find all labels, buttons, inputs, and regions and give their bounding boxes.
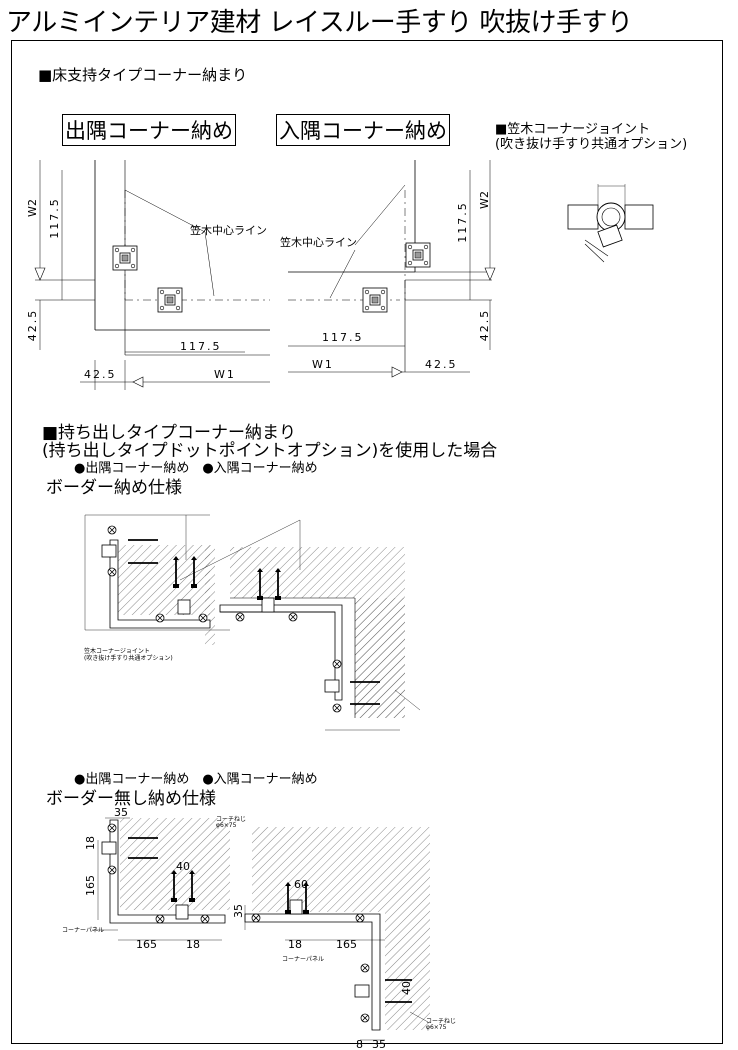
- bordered-outer-corner-detail: [84, 514, 230, 645]
- joint-note: 笠木コーナージョイント: [84, 648, 150, 655]
- screw-note-top: コーチねじ: [216, 816, 247, 823]
- section1-heading: ■床支持タイプコーナー納まり: [38, 66, 248, 84]
- joint-heading: ■笠木コーナージョイント: [495, 122, 651, 137]
- bordered-inner-corner-detail: [179, 519, 421, 731]
- dim-165-b: 165: [136, 938, 157, 951]
- dim-117-left: 117.5: [48, 197, 61, 239]
- dim-117-right: 117.5: [456, 201, 469, 243]
- dim-w2-left: W2: [26, 199, 39, 217]
- dim-35-a: 35: [114, 806, 128, 819]
- page-title: アルミインテリア建材 レイスルー手すり 吹抜け手すり: [6, 8, 633, 38]
- dim-w1-left: W1: [214, 368, 236, 381]
- dim-40-a: 40: [176, 860, 190, 873]
- dim-18-a: 18: [84, 836, 97, 850]
- dim-117-bottom-left: 117.5: [180, 340, 222, 353]
- joint-subheading: (吹き抜け手すり共通オプション): [495, 137, 688, 152]
- section2-spec: ボーダー納め仕様: [46, 478, 182, 498]
- outer-corner-label: 出隅コーナー納め: [62, 114, 236, 146]
- section2-heading: ■持ち出しタイプコーナー納まり: [42, 423, 297, 443]
- dim-60-a: 60: [294, 878, 308, 891]
- borderless-outer-corner-detail: [92, 817, 230, 941]
- panel-note-left: コーナーパネル: [62, 927, 104, 934]
- panel-note-right: コーナーパネル: [282, 956, 324, 963]
- dim-42-right: 42.5: [478, 309, 491, 342]
- dim-35-c: 35: [372, 1038, 386, 1050]
- screw-note-bottom: コーチねじ: [426, 1018, 457, 1025]
- dim-117-bottom-right: 117.5: [322, 331, 364, 344]
- section2-subheading: (持ち出しタイプドットポイントオプション)を使用した場合: [42, 441, 498, 461]
- dim-165-a: 165: [84, 875, 97, 896]
- dim-40-b: 40: [400, 981, 413, 995]
- dim-w1-right: W1: [312, 358, 334, 371]
- dim-w2-right: W2: [478, 191, 491, 209]
- dim-42-left: 42.5: [26, 309, 39, 342]
- borderless-inner-corner-detail: [244, 827, 430, 1041]
- dim-8-a: 8: [356, 1038, 363, 1050]
- rail-corner-joint-detail: [567, 184, 654, 263]
- section3-bullets: ●出隅コーナー納め ●入隅コーナー納め: [74, 772, 318, 787]
- dim-42-bottom-right: 42.5: [425, 358, 458, 371]
- outer-corner-plan: [34, 160, 270, 390]
- dim-42-bottom-left: 42.5: [84, 368, 117, 381]
- section3-spec: ボーダー無し納め仕様: [46, 789, 216, 809]
- dim-35-b: 35: [232, 904, 245, 918]
- dim-18-b: 18: [186, 938, 200, 951]
- inner-corner-plan: [288, 160, 496, 378]
- screw-size-bottom: φ6×75: [426, 1024, 447, 1031]
- joint-note-sub: (吹き抜け手すり共通オプション): [84, 655, 173, 662]
- inner-corner-label: 入隅コーナー納め: [276, 114, 450, 146]
- section2-bullets: ●出隅コーナー納め ●入隅コーナー納め: [74, 461, 318, 476]
- dim-165-c: 165: [336, 938, 357, 951]
- center-line-label-left: 笠木中心ライン: [190, 224, 267, 237]
- dim-18-c: 18: [288, 938, 302, 951]
- center-line-label-right: 笠木中心ライン: [280, 236, 357, 249]
- drawing-frame: [11, 40, 723, 1044]
